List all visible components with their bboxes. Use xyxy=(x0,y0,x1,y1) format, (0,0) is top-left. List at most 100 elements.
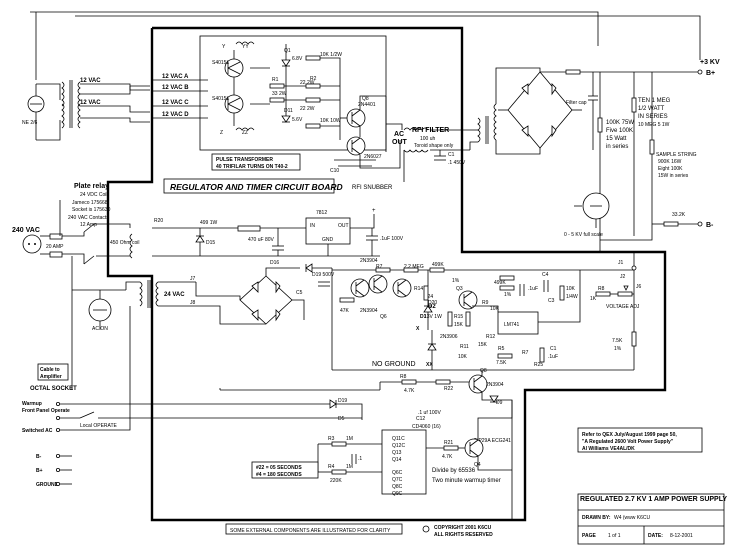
diode-d1 xyxy=(281,59,291,67)
svg-text:2N3904: 2N3904 xyxy=(486,382,504,388)
svg-text:#22 = 05 SECONDS: #22 = 05 SECONDS xyxy=(256,465,302,471)
svg-text:Jameco 175668: Jameco 175668 xyxy=(72,200,108,206)
svg-text:2N3904: 2N3904 xyxy=(360,308,378,314)
ohm-coil-label: 450 Ohm coil xyxy=(110,240,139,246)
svg-text:1 of 1: 1 of 1 xyxy=(608,533,621,539)
svg-text:15K: 15K xyxy=(478,342,488,348)
title-block: DRAWN BY: W4 (www K6CU PAGE 1 of 1 DATE:… xyxy=(577,493,725,545)
svg-text:Q1: Q1 xyxy=(284,48,291,54)
svg-text:.1uF 100V: .1uF 100V xyxy=(380,236,404,242)
ten-meg-1: 1/2 WATT xyxy=(638,106,665,112)
svg-text:PULSE TRANSFORMER: PULSE TRANSFORMER xyxy=(216,157,273,163)
cap-c3 xyxy=(543,280,549,292)
svg-text:R8: R8 xyxy=(598,286,605,292)
svg-text:6.8V: 6.8V xyxy=(292,56,303,62)
svg-text:R20: R20 xyxy=(154,218,163,224)
svg-text:S4015L: S4015L xyxy=(212,60,229,66)
svg-text:240 VAC Contacts: 240 VAC Contacts xyxy=(68,215,109,221)
copyright-note: COPYRIGHT 2001 K6CU ALL RIGHTS RESERVED xyxy=(422,525,493,538)
timer-divide: Divide by 65536 xyxy=(432,468,476,474)
svg-text:#4 = 180 SECONDS: #4 = 180 SECONDS xyxy=(256,472,302,478)
rfi-sub-label: 100 uh xyxy=(420,136,436,142)
svg-text:R15: R15 xyxy=(454,314,463,320)
svg-text:D2: D2 xyxy=(428,304,436,310)
svg-text:R21: R21 xyxy=(444,440,453,446)
svg-text:D9: D9 xyxy=(496,400,503,406)
r499-label: 499 1W xyxy=(200,220,218,226)
svg-text:X: X xyxy=(416,326,420,332)
svg-text:C10: C10 xyxy=(330,168,339,174)
cap-bank-0: 100K 75W xyxy=(606,120,634,126)
svg-text:499K: 499K xyxy=(494,280,506,286)
ac-out-2: OUT xyxy=(392,139,408,146)
hv-transformer xyxy=(477,103,497,144)
filter-cap-label: Filter cap xyxy=(566,100,587,106)
svg-text:7.5K: 7.5K xyxy=(612,338,623,344)
svg-text:R22: R22 xyxy=(444,386,453,392)
svg-text:R4: R4 xyxy=(328,464,335,470)
svg-text:D20: D20 xyxy=(428,300,437,306)
voltage-adj-pot xyxy=(617,285,633,297)
vac-a-label: 12 VAC A xyxy=(162,74,189,80)
svg-text:1M: 1M xyxy=(346,464,353,470)
svg-text:J7: J7 xyxy=(190,276,196,282)
svg-text:J1: J1 xyxy=(618,260,624,266)
svg-text:R24: R24 xyxy=(424,294,433,300)
svg-text:40 TRIFILAR TURNS ON T40-2: 40 TRIFILAR TURNS ON T40-2 xyxy=(216,164,288,170)
board-label: REGULATOR AND TIMER CIRCUIT BOARD xyxy=(163,178,343,194)
cap-bank-1: Five 100K xyxy=(606,128,633,134)
svg-text:Q11C: Q11C xyxy=(392,436,405,442)
ten-meg-2: IN SERIES xyxy=(638,114,668,120)
transistor-q4 xyxy=(464,438,484,458)
reference-note: Refer to QEX July/August 1999 page 50, "… xyxy=(577,427,703,453)
svg-text:Z: Z xyxy=(220,130,223,136)
svg-text:ZZ: ZZ xyxy=(242,130,248,136)
svg-text:J6: J6 xyxy=(636,284,642,290)
neon-lamp xyxy=(27,95,45,113)
svg-text:R8: R8 xyxy=(400,374,407,380)
svg-text:DATE:: DATE: xyxy=(648,533,663,539)
amp20-label: 20 AMP xyxy=(46,244,64,250)
svg-text:LM741: LM741 xyxy=(504,322,520,328)
octal-pin-bminus: B- xyxy=(36,454,42,460)
board-outline xyxy=(106,26,667,522)
cap-bank-3: in series xyxy=(606,144,628,150)
svg-text:R5: R5 xyxy=(498,346,505,352)
transistor-q10 xyxy=(468,374,488,394)
svg-text:SOME EXTERNAL COMPONENTS ARE I: SOME EXTERNAL COMPONENTS ARE ILLUSTRATED… xyxy=(230,528,391,534)
r10k10w-label: 10K 10W xyxy=(320,118,341,124)
title-text: REGULATED 2.7 KV 1 AMP POWER SUPPLY xyxy=(580,496,727,503)
svg-text:15K: 15K xyxy=(454,322,464,328)
sample-2: Eight 100K xyxy=(658,166,683,172)
bminus-label: B- xyxy=(706,222,714,229)
svg-text:Q9C: Q9C xyxy=(392,491,403,497)
ten-meg-0: TEN 1 MEG xyxy=(638,98,671,104)
svg-text:C1: C1 xyxy=(550,346,557,352)
bridge-rectifier xyxy=(507,71,573,149)
svg-text:DRAWN BY:: DRAWN BY: xyxy=(582,515,611,521)
ac-input-connector xyxy=(22,234,42,254)
sample-0: SAMPLE STRING xyxy=(656,152,697,158)
r-top-label: 10K 1/2W xyxy=(320,52,342,58)
svg-text:2.2 MEG: 2.2 MEG xyxy=(404,264,424,270)
svg-text:8-12-2001: 8-12-2001 xyxy=(670,533,693,539)
svg-text:OUT: OUT xyxy=(338,223,349,229)
svg-text:.1uF: .1uF xyxy=(548,354,558,360)
octal-title: OCTAL SOCKET xyxy=(30,386,77,392)
svg-text:D19: D19 xyxy=(338,398,347,404)
svg-text:Q8: Q8 xyxy=(480,368,487,374)
bplus-label: B+ xyxy=(706,70,715,77)
svg-text:R7: R7 xyxy=(522,350,529,356)
svg-text:D11: D11 xyxy=(284,108,293,114)
svg-text:Q8: Q8 xyxy=(362,96,369,102)
timer-chip-label: CD4060 (16) xyxy=(412,424,441,430)
cable-note: Cable to Amplifier xyxy=(37,363,69,381)
svg-text:2N3904: 2N3904 xyxy=(360,258,378,264)
svg-text:J2: J2 xyxy=(620,274,626,280)
svg-text:D1: D1 xyxy=(420,314,427,320)
filter-cap xyxy=(588,95,598,101)
svg-text:Q7C: Q7C xyxy=(392,477,403,483)
transistor-q3 xyxy=(458,290,478,310)
octal-pin-bplus: B+ xyxy=(36,468,43,474)
